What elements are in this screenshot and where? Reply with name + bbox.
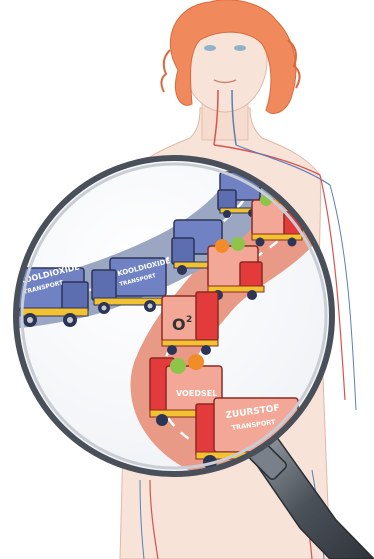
food-truck-label: VOEDSEL [176, 389, 217, 398]
truck-icon [208, 237, 264, 300]
apple-icon [215, 239, 229, 253]
right-eye [234, 45, 246, 51]
o2-subscript: 2 [186, 315, 192, 325]
o2-symbol: O [172, 315, 186, 334]
apple-icon [188, 354, 204, 370]
truck-icon: O 2 [162, 292, 218, 355]
apple-icon [231, 237, 245, 251]
hair-curl-left [161, 50, 170, 92]
apple-icon [170, 358, 186, 374]
left-eye [204, 45, 216, 51]
